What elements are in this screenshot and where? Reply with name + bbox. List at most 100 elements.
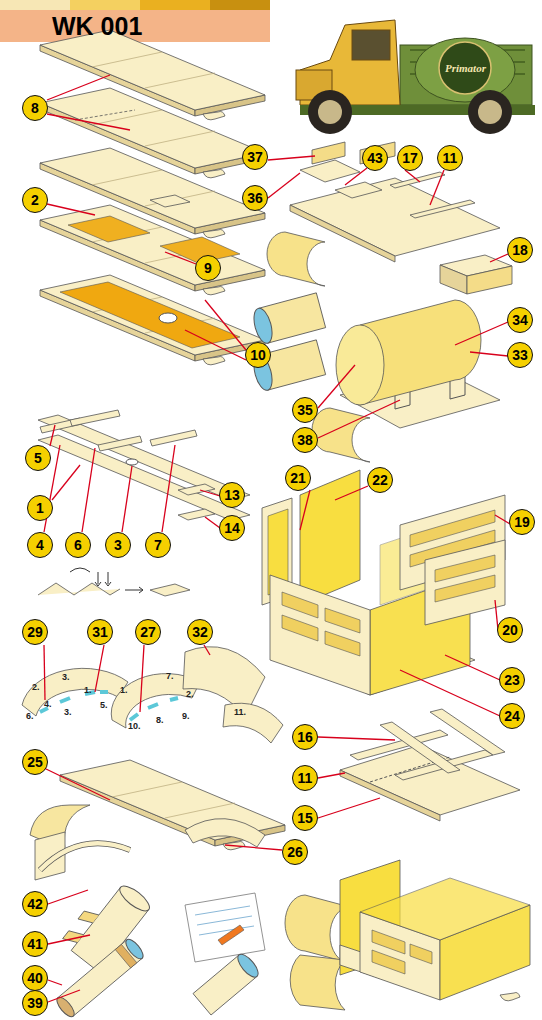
- title-banner: [210, 0, 270, 10]
- leader-lines: [400, 670, 500, 716]
- cab-assembly: [267, 232, 325, 286]
- callout-number: 6: [65, 532, 91, 558]
- chassis-assembly: [40, 843, 130, 870]
- finished-model: [372, 950, 405, 974]
- callout-number: 20: [497, 617, 523, 643]
- fold-sketch: [70, 568, 90, 572]
- chassis-parts: [38, 415, 250, 500]
- leader-lines: [318, 365, 355, 408]
- callout-number: 11: [292, 765, 318, 791]
- fender-parts: [130, 698, 178, 720]
- fold-sketch: [95, 582, 111, 586]
- leader-lines: [455, 322, 508, 345]
- callout-number: 26: [282, 839, 308, 865]
- leader-lines: [48, 890, 88, 904]
- truck-picture: [468, 90, 512, 134]
- board-parts: [40, 275, 265, 365]
- tube-parts: [54, 873, 265, 1019]
- bed-box: [282, 592, 318, 618]
- tube-parts: [54, 937, 146, 1020]
- fold-order-number: 9.: [182, 712, 190, 721]
- side-panels: [435, 575, 495, 602]
- board-parts: [68, 216, 150, 242]
- title-banner: [140, 0, 210, 10]
- fold-order-number: 2.: [186, 690, 194, 699]
- leader-lines: [48, 990, 80, 1002]
- cylinder-parts: [251, 293, 326, 345]
- chassis-parts: [38, 435, 250, 520]
- bed-base: [340, 770, 440, 821]
- fold-sketch: [125, 587, 143, 593]
- cab-assembly: [267, 142, 512, 294]
- callout-number: 21: [285, 465, 311, 491]
- callout-number: 13: [219, 482, 245, 508]
- bed-box: [300, 470, 360, 605]
- tube-parts: [185, 893, 265, 962]
- finished-model: [410, 944, 432, 964]
- leader-lines: [82, 448, 95, 532]
- fold-order-number: 11.: [234, 708, 246, 717]
- fold-sketch: [38, 568, 190, 596]
- board-parts: [75, 110, 135, 120]
- bed-box: [325, 631, 360, 656]
- finished-model: [372, 930, 405, 954]
- leader-lines: [335, 486, 368, 500]
- leader-lines: [318, 400, 400, 438]
- callout-number: 9: [195, 255, 221, 281]
- fold-order-number: 6.: [26, 712, 34, 721]
- chassis-parts: [126, 459, 138, 465]
- title-banner: [0, 10, 270, 42]
- truck-picture: [352, 30, 390, 60]
- leader-lines: [162, 445, 175, 532]
- tank-assembly: [336, 325, 384, 405]
- finished-model: [360, 878, 530, 940]
- title-banner: [70, 0, 140, 10]
- board-parts: [150, 195, 190, 207]
- fold-order-number: 2.: [32, 683, 40, 692]
- cylinder-parts: [251, 306, 276, 345]
- cab-assembly: [300, 160, 360, 182]
- bed-box: [325, 608, 360, 633]
- leader-lines: [52, 465, 80, 500]
- leader-lines: [50, 425, 55, 446]
- leader-lines: [345, 168, 367, 185]
- cab-assembly: [410, 200, 475, 218]
- tube-parts: [234, 951, 261, 980]
- chassis-parts: [38, 410, 250, 520]
- cab-assembly: [290, 178, 500, 256]
- leader-lines: [490, 254, 508, 262]
- leader-lines: [318, 737, 395, 740]
- leader-lines: [47, 75, 110, 100]
- callout-number: 33: [507, 342, 533, 368]
- truck-picture: [318, 100, 342, 124]
- callout-number: 3: [105, 532, 131, 558]
- leader-lines: [44, 645, 45, 700]
- fold-order-number: 3.: [64, 708, 72, 717]
- leader-lines: [405, 170, 420, 182]
- leader-lines: [318, 798, 380, 818]
- fold-sketch: [150, 584, 190, 596]
- finished-model: [500, 993, 520, 1001]
- callout-number: 1: [27, 495, 53, 521]
- tank-assembly: [312, 300, 500, 462]
- callout-number: 42: [22, 891, 48, 917]
- callout-number: 11: [437, 145, 463, 171]
- bed-box: [270, 575, 370, 695]
- sheet-title: WK 001: [52, 14, 142, 39]
- callout-number: 38: [292, 427, 318, 453]
- callout-number: 27: [135, 619, 161, 645]
- fold-order-number: 1.: [84, 686, 92, 695]
- callout-number: 4: [27, 532, 53, 558]
- callout-number: 43: [362, 145, 388, 171]
- fold-order-number: 8.: [156, 716, 164, 725]
- tube-parts: [193, 951, 262, 1015]
- board-parts: [40, 205, 265, 295]
- board-parts: [159, 313, 177, 323]
- leader-lines: [318, 773, 345, 778]
- brand-name: Primator: [445, 63, 486, 74]
- leader-lines: [470, 352, 508, 356]
- truck-picture: [308, 90, 352, 134]
- cab-assembly: [467, 266, 512, 294]
- chassis-parts: [70, 410, 120, 426]
